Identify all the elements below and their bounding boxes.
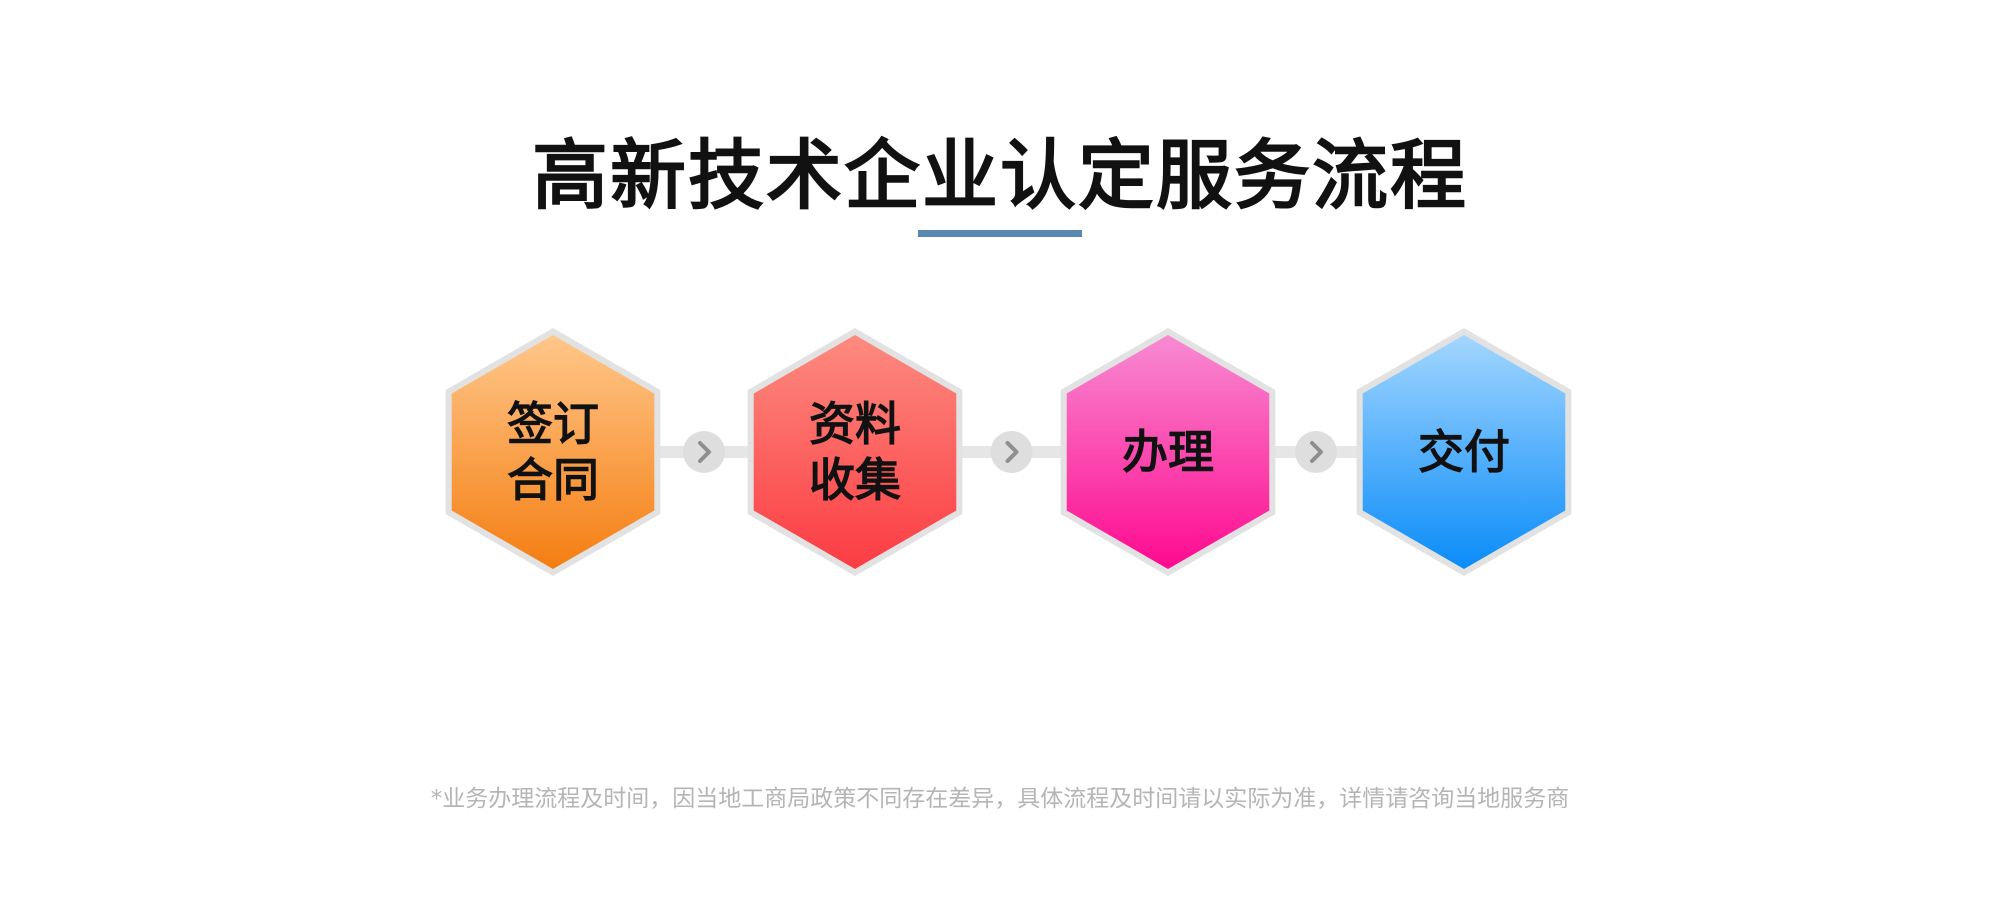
step-label-line: 合同 <box>507 453 599 507</box>
chevron-right-icon <box>1310 441 1323 463</box>
process-step-3: 办理 <box>1060 328 1276 576</box>
connector-1 <box>656 431 752 473</box>
footnote: *业务办理流程及时间，因当地工商局政策不同存在差异，具体流程及时间请以实际为准，… <box>430 786 1570 812</box>
step-label-line: 办理 <box>1122 425 1214 479</box>
step-label-line: 交付 <box>1418 425 1510 479</box>
step-label-line: 签订 <box>507 397 599 451</box>
step-label-line: 资料 <box>809 397 901 451</box>
process-step-4: 交付 <box>1356 328 1572 576</box>
chevron-right-icon <box>698 441 711 463</box>
hexagon-fill <box>753 335 957 569</box>
connector-arrow-circle <box>1295 431 1337 473</box>
connector-arrow-circle <box>683 431 725 473</box>
connector-2 <box>958 431 1065 473</box>
hexagon-fill <box>1362 335 1566 569</box>
connector-arrow-circle <box>990 431 1033 473</box>
title-underline <box>918 230 1082 237</box>
connector-3 <box>1271 431 1361 473</box>
chevron-right-icon <box>1005 441 1019 463</box>
hexagon-fill <box>451 335 655 569</box>
step-label-line: 收集 <box>809 453 901 507</box>
hexagon-fill <box>1066 335 1270 569</box>
page-title: 高新技术企业认定服务流程 <box>532 131 1468 220</box>
